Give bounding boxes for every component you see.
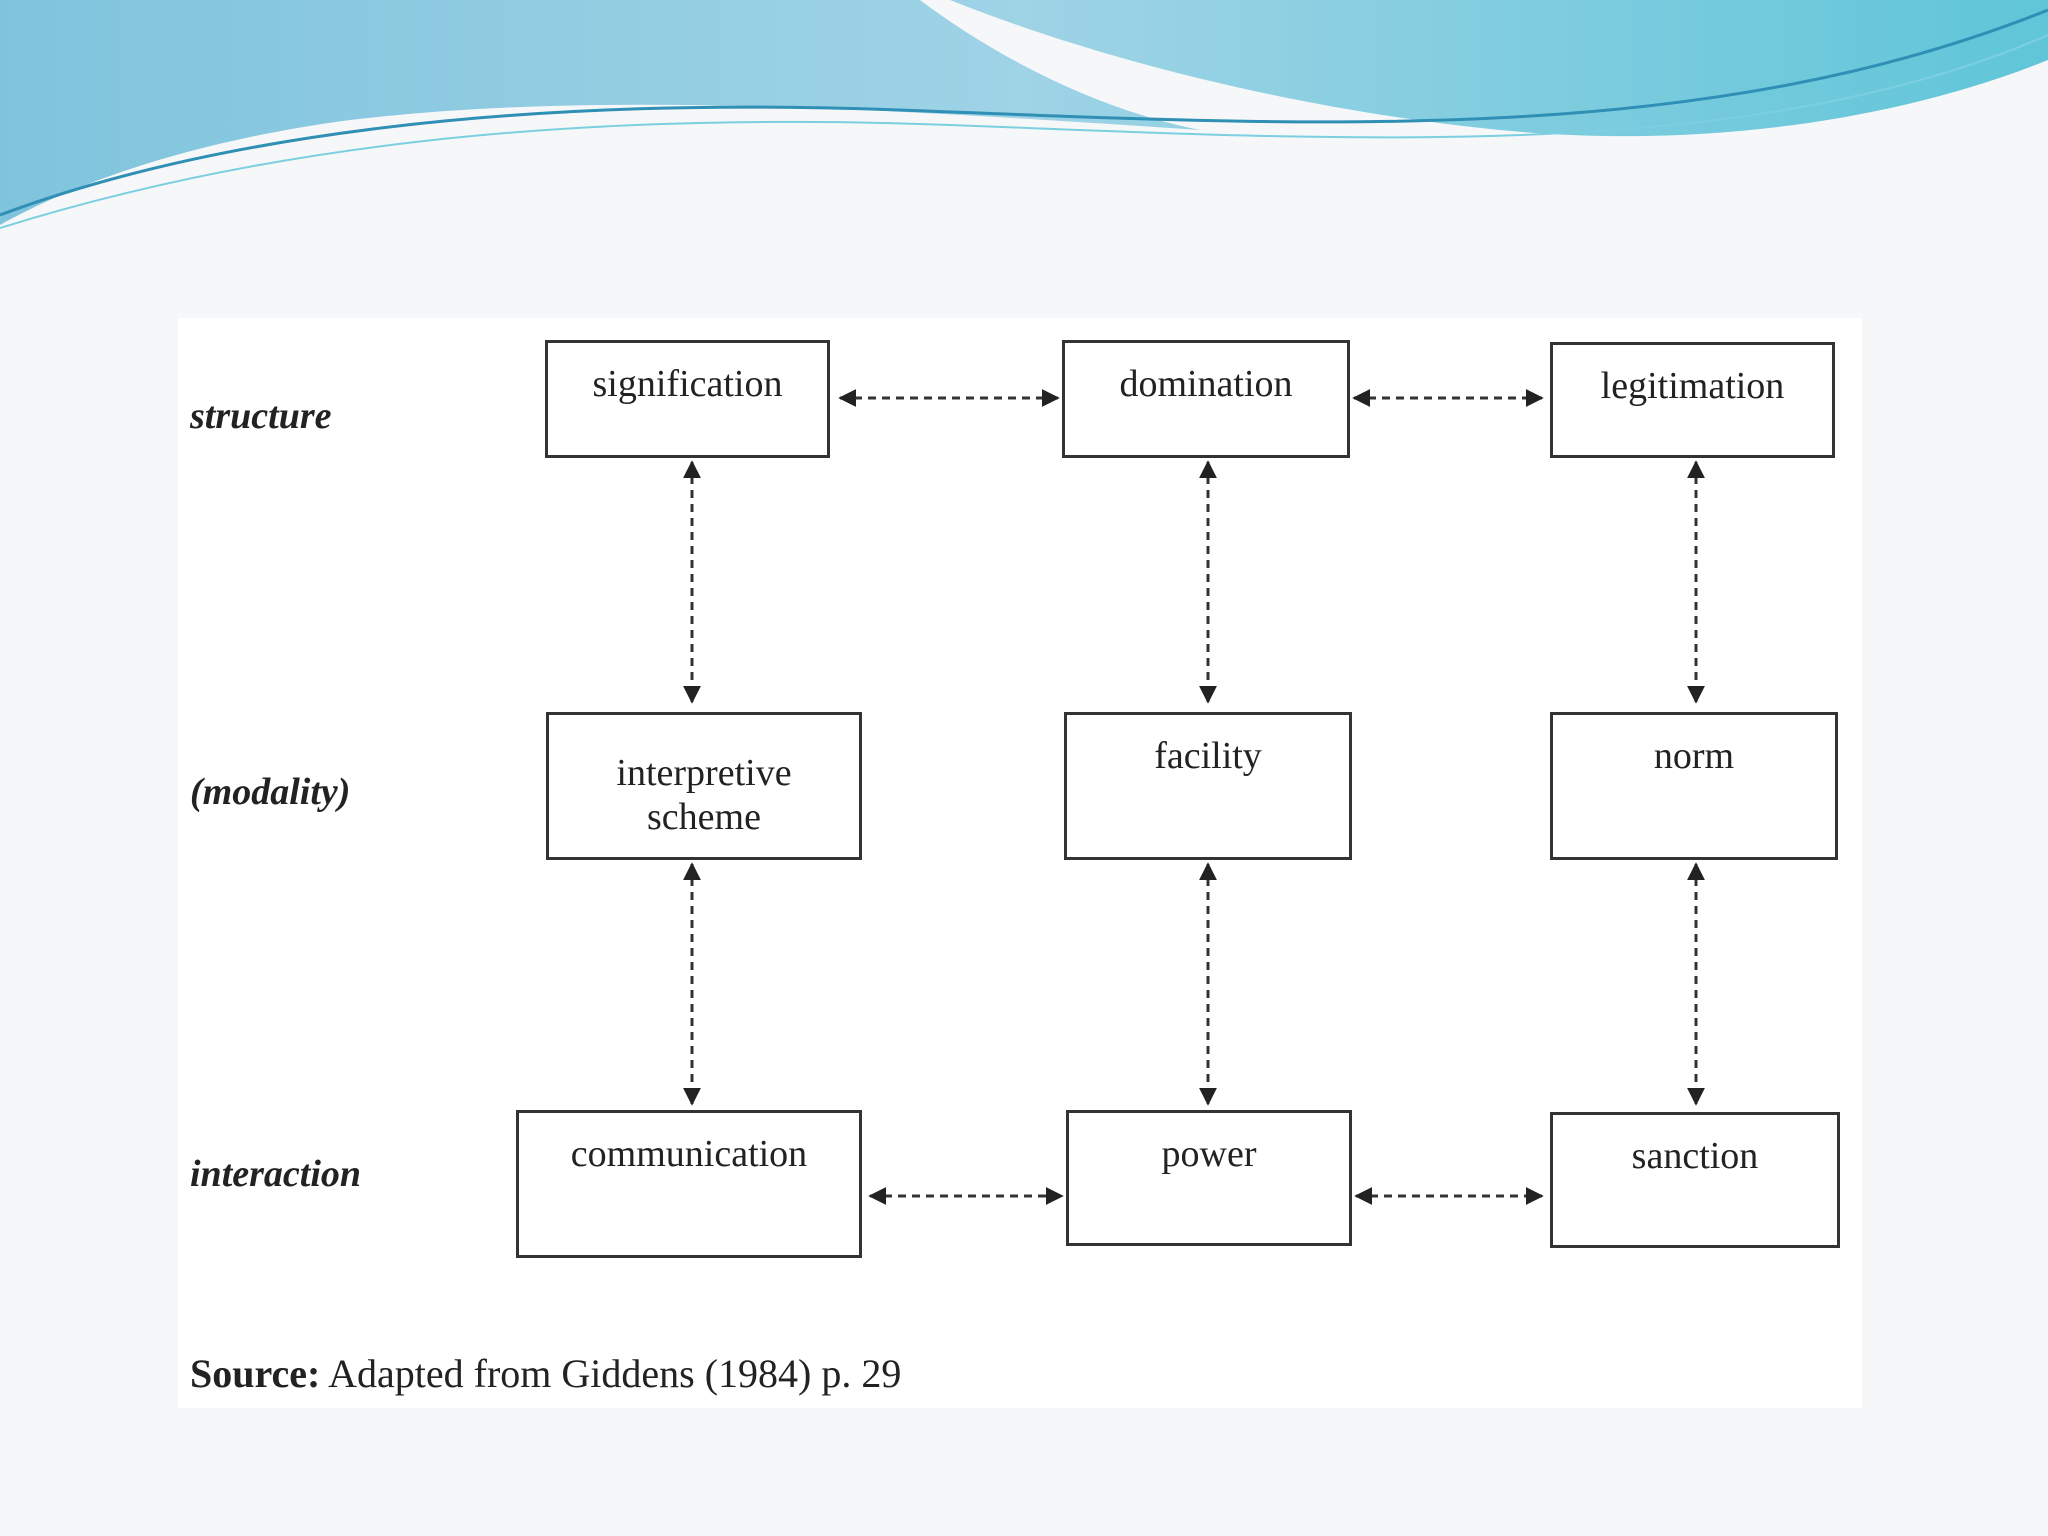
- box-facility: facility: [1064, 712, 1352, 860]
- box-norm-label: norm: [1653, 735, 1735, 777]
- box-norm: norm: [1550, 712, 1838, 860]
- box-communication-label: communication: [570, 1133, 808, 1175]
- box-signification: signification: [545, 340, 830, 458]
- box-interpretive-scheme: interpretive scheme: [546, 712, 862, 860]
- box-sanction-label: sanction: [1631, 1135, 1759, 1177]
- box-legitimation: legitimation: [1550, 342, 1835, 458]
- box-interpretive-scheme-line2: scheme: [647, 796, 761, 838]
- box-domination: domination: [1062, 340, 1350, 458]
- box-domination-label: domination: [1119, 363, 1293, 405]
- source-caption: Source: Adapted from Giddens (1984) p. 2…: [190, 1350, 901, 1397]
- box-communication: communication: [516, 1110, 862, 1258]
- row-label-structure: structure: [190, 395, 332, 437]
- box-power: power: [1066, 1110, 1352, 1246]
- source-label: Source:: [190, 1351, 321, 1396]
- box-power-label: power: [1161, 1133, 1257, 1175]
- row-label-modality: (modality): [190, 771, 351, 813]
- box-interpretive-scheme-line1: interpretive: [616, 752, 792, 795]
- box-legitimation-label: legitimation: [1600, 365, 1785, 407]
- row-label-interaction: interaction: [190, 1153, 362, 1195]
- source-text: Adapted from Giddens (1984) p. 29: [328, 1351, 902, 1396]
- header-wave: [0, 0, 2048, 229]
- box-signification-label: signification: [592, 363, 783, 405]
- box-sanction: sanction: [1550, 1112, 1840, 1248]
- box-facility-label: facility: [1154, 735, 1262, 777]
